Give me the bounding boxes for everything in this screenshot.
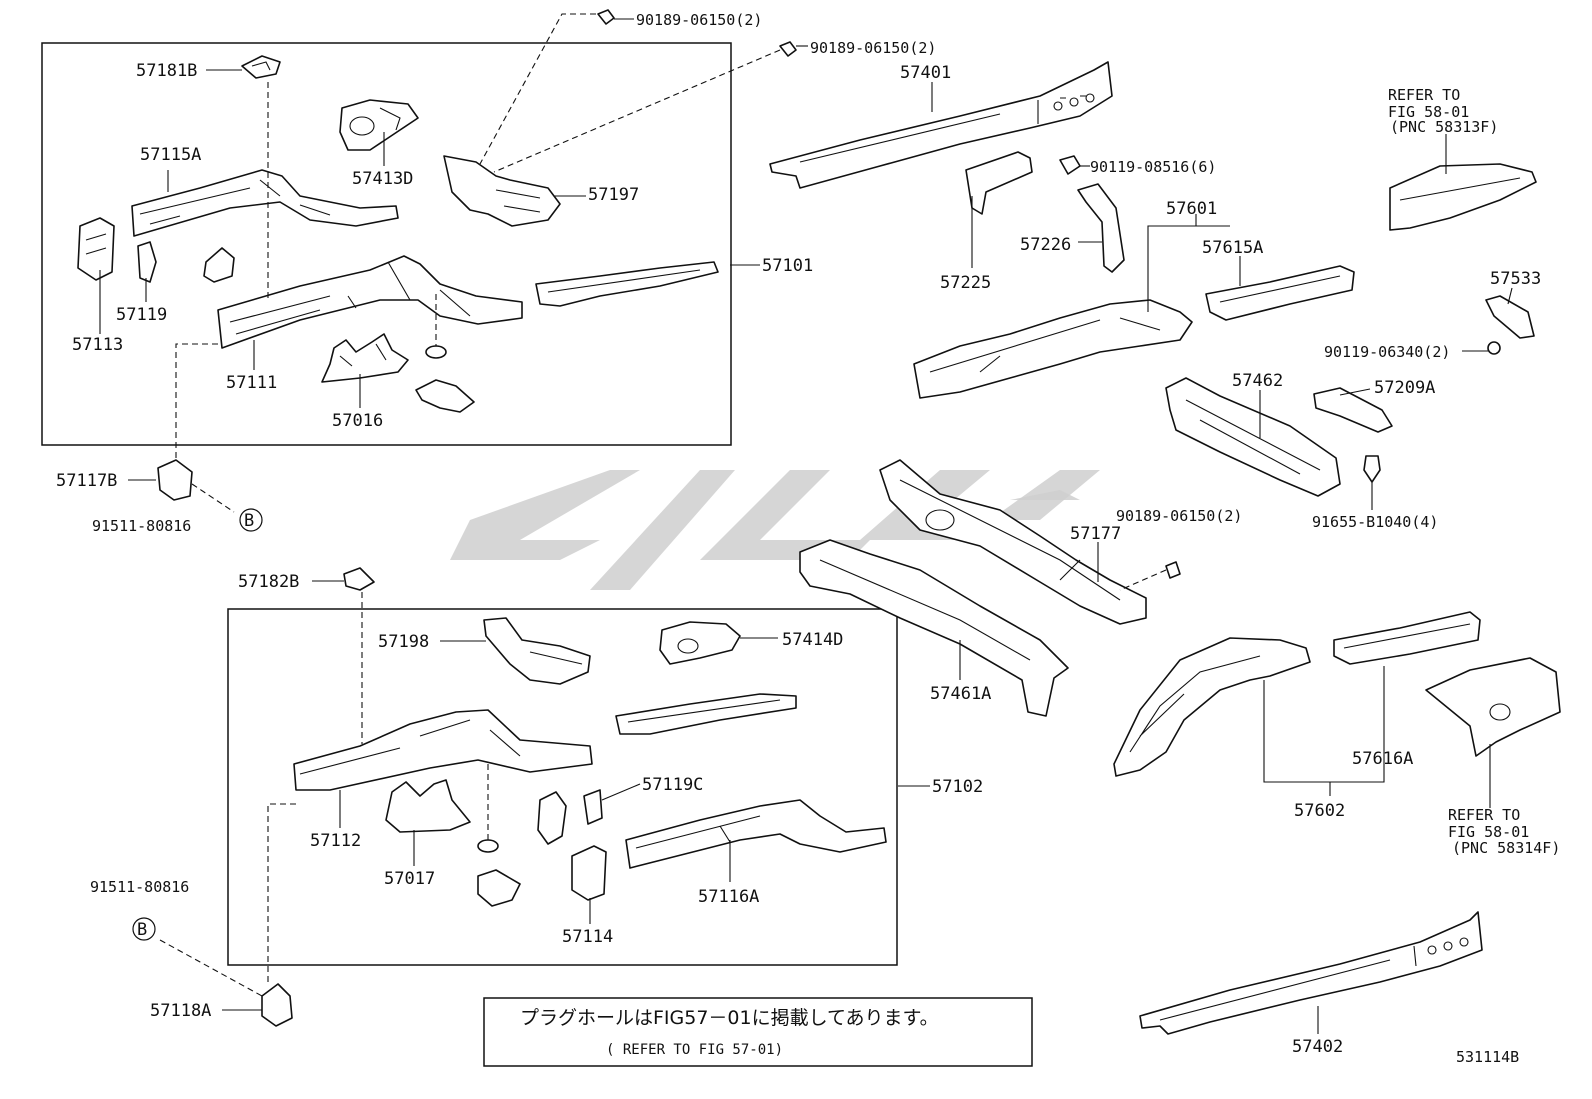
part-57198-shape xyxy=(483,617,591,685)
fig-ref-upper-line1: REFER TO xyxy=(1388,86,1460,104)
label-57114: 57114 xyxy=(562,927,613,947)
label-91655-B1040: 91655-B1040(4) xyxy=(1312,513,1438,531)
label-57533: 57533 xyxy=(1490,269,1541,289)
group-frame-57102 xyxy=(227,608,898,966)
part-57112-shape xyxy=(293,709,593,791)
label-57017: 57017 xyxy=(384,869,435,889)
label-57115A: 57115A xyxy=(140,145,201,165)
part-57226-shape xyxy=(1077,183,1125,273)
circle-b-text-lower: B xyxy=(137,920,147,940)
label-57615A: 57615A xyxy=(1202,238,1263,258)
part-57118A-shape xyxy=(261,983,293,1027)
part-57177-shape xyxy=(879,459,1147,625)
part-57116A-shape xyxy=(625,799,887,869)
part-57181B-shape xyxy=(241,55,281,79)
fig-ref-lower-line1: REFER TO xyxy=(1448,806,1520,824)
part-57119-shape xyxy=(137,241,157,283)
label-57111: 57111 xyxy=(226,373,277,393)
circle-b-marker-upper xyxy=(239,508,263,532)
label-90189-06150-3: 90189-06150(2) xyxy=(1116,507,1242,525)
part-57114-shape xyxy=(571,845,607,901)
label-90119-06340: 90119-06340(2) xyxy=(1324,343,1450,361)
diagram-id: 531114B xyxy=(1456,1048,1519,1066)
part-57461A-shape xyxy=(799,539,1069,717)
label-57117B: 57117B xyxy=(56,471,117,491)
watermark-logo xyxy=(450,470,1100,590)
fig-ref-upper-line2: FIG 58-01 xyxy=(1388,103,1469,121)
label-57225: 57225 xyxy=(940,273,991,293)
part-57413D-shape xyxy=(339,99,419,151)
refer-note-japanese: プラグホールはFIG57－01に掲載してあります。 xyxy=(520,1007,939,1029)
label-57118A: 57118A xyxy=(150,1001,211,1021)
part-57016-shape xyxy=(321,333,409,383)
part-57533-shape xyxy=(1485,295,1535,339)
refer-note-english: ( REFER TO FIG 57-01) xyxy=(606,1042,783,1058)
label-57102: 57102 xyxy=(932,777,983,797)
label-57113: 57113 xyxy=(72,335,123,355)
part-57111-shape xyxy=(217,255,523,349)
label-57112: 57112 xyxy=(310,831,361,851)
dashed-connectors xyxy=(159,13,1167,997)
circle-b-marker-lower xyxy=(132,917,156,941)
part-57615A-shape xyxy=(1205,265,1355,321)
label-57616A: 57616A xyxy=(1352,749,1413,769)
part-57601-shape xyxy=(913,299,1193,399)
part-58314F-shape xyxy=(1425,657,1561,757)
label-57413D: 57413D xyxy=(352,169,413,189)
part-57017-shape xyxy=(385,779,471,833)
label-57414D: 57414D xyxy=(782,630,843,650)
circle-b-text-upper: B xyxy=(244,511,254,531)
label-57461A: 57461A xyxy=(930,684,991,704)
label-57462: 57462 xyxy=(1232,371,1283,391)
label-57197: 57197 xyxy=(588,185,639,205)
label-57181B: 57181B xyxy=(136,61,197,81)
label-57119C: 57119C xyxy=(642,775,703,795)
fig-ref-lower-line3: (PNC 58314F) xyxy=(1452,839,1560,857)
part-57602-shape xyxy=(1113,637,1311,777)
part-57414D-shape xyxy=(659,621,741,665)
label-90189-06150-1: 90189-06150(2) xyxy=(636,11,762,29)
label-57401: 57401 xyxy=(900,63,951,83)
label-57226: 57226 xyxy=(1020,235,1071,255)
group-frame-57101 xyxy=(41,42,732,446)
part-57402-shape xyxy=(1139,911,1483,1035)
label-91511-80816-upper: 91511-80816 xyxy=(92,517,191,535)
label-57198: 57198 xyxy=(378,632,429,652)
label-90189-06150-2: 90189-06150(2) xyxy=(810,39,936,57)
part-57462-shape xyxy=(1165,377,1341,497)
label-57119: 57119 xyxy=(116,305,167,325)
refer-note-box xyxy=(483,997,1033,1067)
part-57117B-shape xyxy=(157,459,193,501)
part-57115A-shape xyxy=(131,169,399,237)
fig-ref-upper-line3: (PNC 58313F) xyxy=(1390,118,1498,136)
label-57116A: 57116A xyxy=(698,887,759,907)
label-91511-80816-lower: 91511-80816 xyxy=(90,878,189,896)
part-57616A-shape xyxy=(1333,611,1481,665)
label-57209A: 57209A xyxy=(1374,378,1435,398)
part-57401-shape xyxy=(769,61,1113,189)
part-57209A-shape xyxy=(1313,387,1393,433)
label-57177: 57177 xyxy=(1070,524,1121,544)
part-58313F-shape xyxy=(1389,163,1537,231)
leader-lines xyxy=(99,18,1513,1034)
label-57602: 57602 xyxy=(1294,801,1345,821)
fig-ref-lower-line2: FIG 58-01 xyxy=(1448,823,1529,841)
part-57113-shape xyxy=(77,217,115,281)
label-57402: 57402 xyxy=(1292,1037,1343,1057)
label-57016: 57016 xyxy=(332,411,383,431)
label-57182B: 57182B xyxy=(238,572,299,592)
label-57101: 57101 xyxy=(762,256,813,276)
part-57182B-shape xyxy=(343,567,375,591)
label-90119-08516: 90119-08516(6) xyxy=(1090,158,1216,176)
part-57225-shape xyxy=(965,151,1033,215)
part-labels: 57181B 57115A 57413D 57197 57101 57113 5… xyxy=(56,11,1560,1066)
label-57601: 57601 xyxy=(1166,199,1217,219)
